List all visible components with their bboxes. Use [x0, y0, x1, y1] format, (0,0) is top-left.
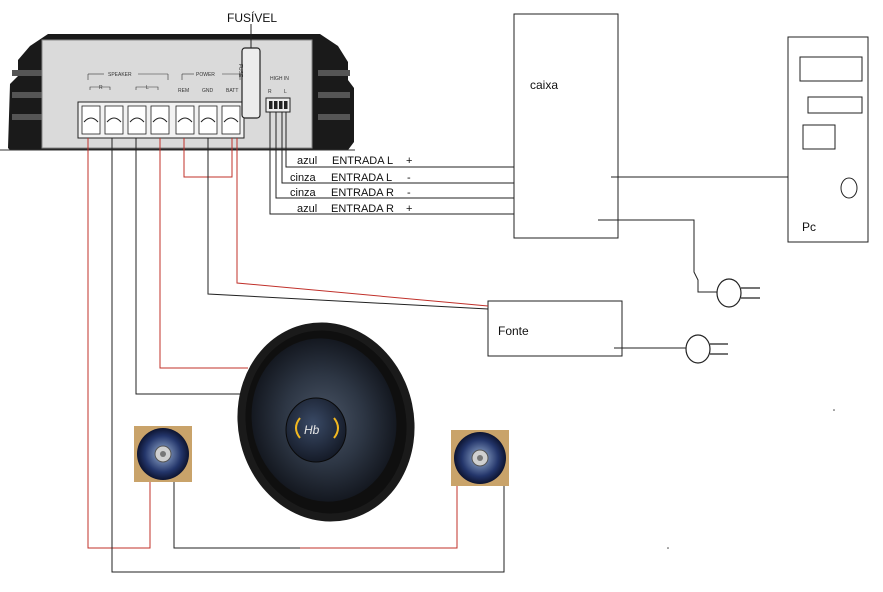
- fuse-holder: [241, 47, 261, 119]
- speaker-right: [451, 430, 509, 486]
- speaker-label: SPEAKER: [108, 72, 132, 78]
- channel-l-label: L: [146, 85, 149, 91]
- pc-tower: Pc: [787, 36, 869, 243]
- stray-dot: [667, 547, 669, 549]
- input-row: azul ENTRADA R +: [297, 203, 412, 215]
- terminal-screws: [81, 105, 241, 135]
- input-color: azul: [297, 203, 317, 215]
- power-plug-icon: [716, 278, 760, 308]
- input-row: azul ENTRADA L +: [297, 155, 412, 167]
- input-color: cinza: [290, 172, 317, 184]
- pc-label: Pc: [802, 220, 816, 234]
- power-plug-icon: [685, 334, 728, 364]
- subwoofer-logo: Hb: [304, 423, 320, 437]
- input-color: azul: [297, 155, 317, 167]
- pc-drive-bay: [799, 56, 863, 82]
- high-in-pin-r: R: [268, 89, 272, 95]
- caixa-box: [513, 13, 619, 239]
- input-color: cinza: [290, 187, 317, 199]
- input-sign: -: [407, 172, 411, 184]
- amp-wiring: [87, 138, 505, 573]
- pc-power-button: [840, 177, 858, 199]
- high-in-pin-l: L: [284, 89, 287, 95]
- batt-label: BATT: [226, 88, 238, 94]
- gnd-label: GND: [202, 88, 214, 94]
- input-row: cinza ENTRADA R -: [290, 187, 411, 199]
- fuse-label: FUSÍVEL: [227, 10, 277, 25]
- subwoofer: Hb: [237, 322, 415, 522]
- fonte-box: [487, 300, 623, 357]
- input-sign: +: [406, 155, 412, 167]
- input-row: cinza ENTRADA L -: [290, 172, 411, 184]
- input-label: ENTRADA R: [331, 203, 394, 215]
- amplifier: SPEAKER R L POWER REM GND BATT: [0, 24, 355, 151]
- pc-drive-bay: [807, 96, 863, 114]
- rem-label: REM: [178, 88, 189, 94]
- stray-dot: [833, 409, 835, 411]
- fuse-side-text: FUSE: [237, 64, 243, 78]
- input-label: ENTRADA R: [331, 187, 394, 199]
- power-label: POWER: [196, 72, 215, 78]
- channel-r-label: R: [99, 85, 103, 91]
- input-label: ENTRADA L: [331, 172, 392, 184]
- caixa-label: caixa: [530, 78, 558, 92]
- input-sign: +: [406, 203, 412, 215]
- input-sign: -: [407, 187, 411, 199]
- speaker-left: [134, 426, 192, 482]
- input-label: ENTRADA L: [332, 155, 393, 167]
- high-in-label: HIGH IN: [270, 76, 289, 82]
- pc-drive-bay: [802, 124, 836, 150]
- fonte-label: Fonte: [498, 324, 529, 338]
- input-wires: [269, 112, 528, 215]
